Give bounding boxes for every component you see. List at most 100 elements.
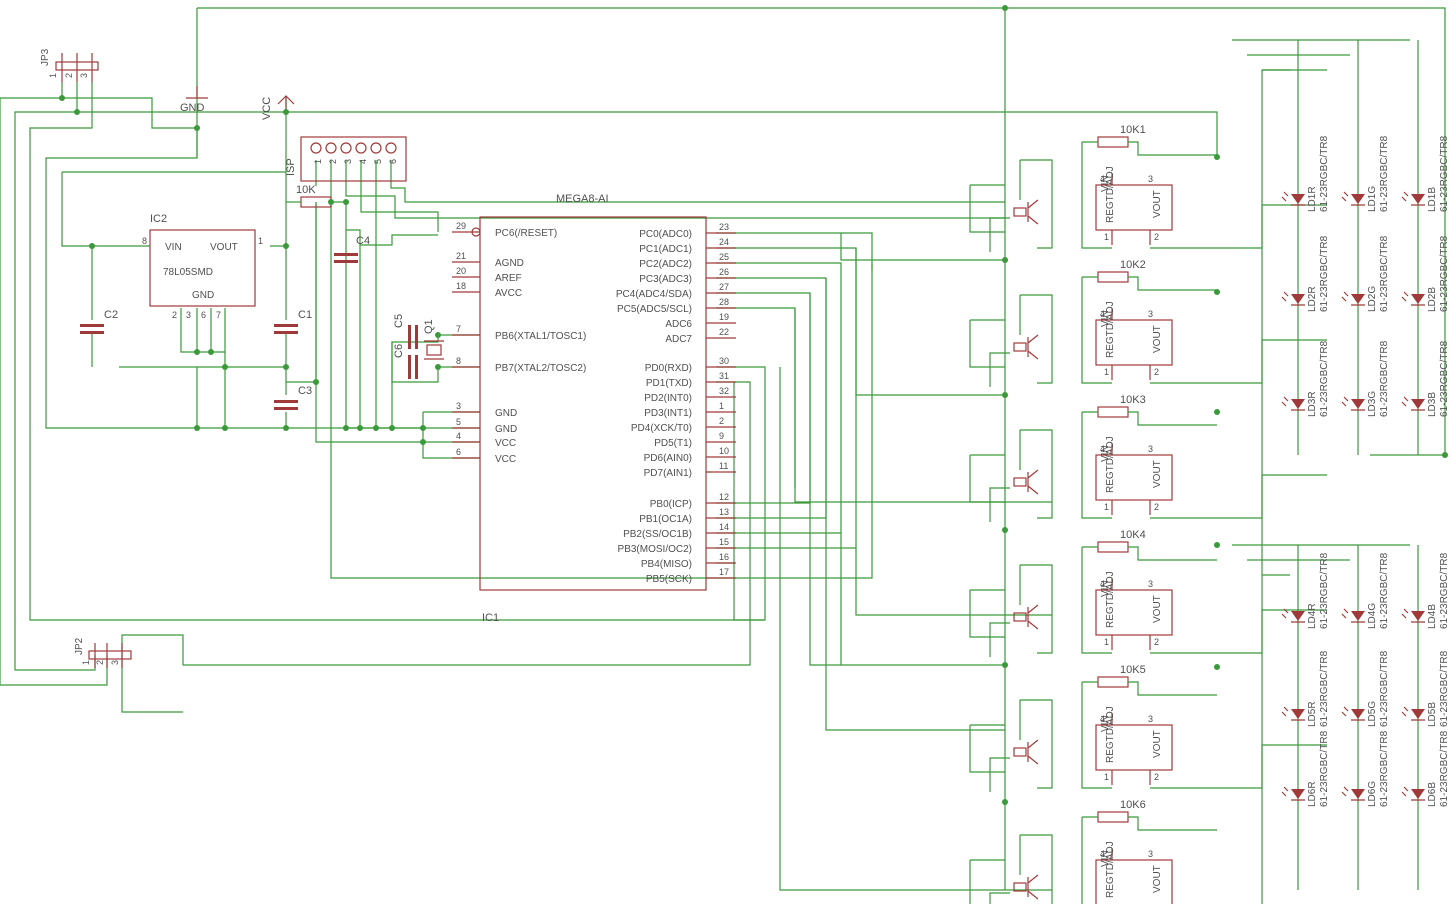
mcu-left-pin-num: 4 [456,431,461,441]
mcu-right-pin-num: 25 [719,252,729,262]
ic2-pin-in: 8 [142,236,147,246]
junction-dot [420,425,426,431]
mcu-right-pin-num: 1 [719,401,724,411]
jp2-label: JP2 [74,637,85,655]
mcu-right-pin-name: PB2(SS/OC1B) [623,529,692,540]
stage-pin-l: 1 [1104,637,1109,647]
stage-resistor-label: 10K4 [1120,529,1146,541]
led-emission-icon [1341,396,1365,411]
stage-driver-ic [1095,184,1173,231]
mcu-left-pins: 29PC6(/RESET)21AGND20AREF18AVCC7PB6(XTAL… [452,221,586,465]
led-part: 61-23RGBC/TR8 [1379,730,1390,807]
mcu-right-pin-name: PC5(ADC5/SCL) [617,304,692,315]
stage-driver-pins [1111,308,1151,380]
mcu-right-pin-num: 31 [719,371,729,381]
stage-ic-sub-label: VIN [1100,580,1111,597]
led-diode-icon [1351,709,1365,719]
stage-ic-right-label: VOUT [1152,595,1163,623]
junction-dot [313,379,319,385]
mcu-right-pin-name: ADC7 [665,334,692,345]
transistor-base-resistor [1013,342,1027,352]
mcu-left-pin-name: VCC [495,438,516,449]
stage-pin-right: 3 [1148,714,1153,724]
jp3-connector: JP3 1 2 3 [40,48,99,82]
led-emission-icon [1401,786,1425,801]
mcu-right-pin-num: 9 [719,431,724,441]
led-part: 61-23RGBC/TR8 [1319,340,1330,417]
stage-ic-right-label: VOUT [1152,730,1163,758]
mcu-right-pin-num: 16 [719,552,729,562]
stage-driver-ic [1095,859,1173,904]
led-diode-icon [1411,294,1425,304]
cap-c3: C3 [274,385,312,410]
stage-driver-wire [1081,474,1327,654]
ic2-pin-out: 1 [258,236,263,246]
stage-pin-r: 2 [1154,502,1159,512]
led-name: LD3B [1427,392,1438,417]
stage-pin-right: 3 [1148,444,1153,454]
stage-collector [1020,699,1053,789]
mcu-right-pin-num: 26 [719,267,729,277]
stage-resistor [1097,271,1129,283]
stage-resistor-wire [1082,816,1217,831]
led-emission-icon [1281,706,1305,721]
led-emission-icon [1341,608,1365,623]
mcu-right-pin-name: PD6(AIN0) [644,453,692,464]
mcu-right-pins: 23PC0(ADC0)24PC1(ADC1)25PC2(ADC2)26PC3(A… [616,222,736,585]
stage-base [989,487,1010,522]
mcu-right-pin-name: PC3(ADC3) [639,274,692,285]
junction-dot [194,425,200,431]
junction-dot [89,243,95,249]
ic2-gnd-pin-7: 7 [216,310,221,320]
jp2-pin-1: 1 [81,660,91,665]
mcu-name: IC1 [482,612,499,624]
mcu-right-pin-num: 22 [719,327,729,337]
transistor-base-resistor [1013,882,1027,892]
led-part: 61-23RGBC/TR8 [1319,552,1330,629]
led-diode-icon [1351,399,1365,409]
mcu-right-pin-name: PD1(TXD) [646,378,692,389]
mcu-right-pin-num: 11 [719,461,728,471]
led-diode-icon [1351,789,1365,799]
led-name: LD6B [1427,782,1438,807]
led-name: LD6G [1367,781,1378,807]
led-emission-icon [1281,396,1305,411]
mcu-right-pin-num: 32 [719,386,729,396]
stage-driver-ic [1095,319,1173,366]
stage-ic-left-label: REGTD/ADJ [1105,436,1116,493]
mcu-left-pin-num: 21 [456,251,466,261]
junction-dot [1002,799,1008,805]
led-diode-icon [1291,709,1305,719]
transistor-icon [1027,739,1039,765]
stage-pin-r: 2 [1154,367,1159,377]
led-diode-icon [1351,194,1365,204]
led-emission-icon [1281,291,1305,306]
stage-ic-sub-label: VIN [1100,310,1111,327]
stage-frame [969,589,1005,638]
led-part: 61-23RGBC/TR8 [1319,235,1330,312]
stage-pin-l: 1 [1104,232,1109,242]
stage-collector [1020,294,1053,384]
crystal-q1: Q1 [423,319,444,360]
gnd-symbol: GND [180,86,208,114]
junction-dot [1002,392,1008,398]
led-name: LD4G [1367,603,1378,629]
stage-resistor [1097,541,1129,553]
led-name: LD1G [1367,186,1378,212]
mcu-right-pin-name: PD0(RXD) [645,363,692,374]
led-diode-icon [1291,789,1305,799]
stage-driver-wire [1081,744,1327,904]
junction-dot [343,425,349,431]
junction-dots [59,5,1448,805]
stage-pin-l: 1 [1104,367,1109,377]
led-part: 61-23RGBC/TR8 [1379,650,1390,727]
led-diode-icon [1291,194,1305,204]
led-part: 61-23RGBC/TR8 [1439,235,1450,312]
led-name: LD5B [1427,702,1438,727]
